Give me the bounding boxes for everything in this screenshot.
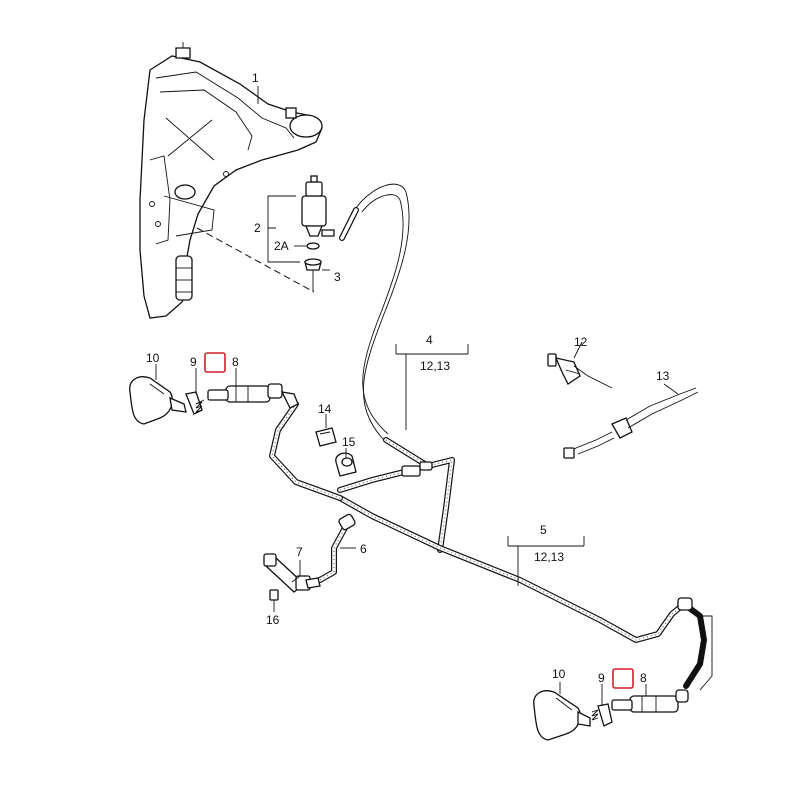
callout-8-right: 8 (640, 671, 647, 685)
cable-tie-12 (547, 353, 613, 389)
callout-5-sub: 12,13 (534, 550, 564, 564)
grommet (304, 258, 322, 271)
callout-6: 6 (360, 542, 367, 556)
hose-right-nozzle (681, 601, 713, 691)
right-hose-connector (677, 597, 693, 611)
right-spring (591, 709, 599, 721)
hose-4 (383, 437, 455, 553)
callout-7: 7 (296, 545, 303, 559)
callout-13: 13 (656, 369, 670, 383)
callout-10-left: 10 (146, 351, 160, 365)
callout-3: 3 (334, 270, 341, 284)
left-spring (195, 401, 203, 413)
connector-top (401, 461, 433, 477)
hose-6-end-cap (338, 513, 356, 531)
callout-2a: 2A (274, 239, 289, 253)
callout-4: 4 (426, 333, 433, 347)
washer-pump (301, 175, 335, 237)
check-valve-7 (263, 553, 321, 593)
hose-6 (317, 523, 349, 583)
callout-1: 1 (252, 71, 259, 85)
hose-5 (337, 495, 687, 643)
pump-seal (306, 242, 320, 250)
right-bracket (597, 703, 613, 727)
callout-leaders (155, 86, 679, 706)
left-washer-nozzle (207, 383, 299, 409)
callout-9-left: 9 (190, 355, 197, 369)
callout-9-right: 9 (598, 671, 605, 685)
callout-16: 16 (266, 613, 280, 627)
callout-8-left: 8 (232, 355, 239, 369)
hose-clip-14 (315, 427, 337, 447)
right-nozzle-cover (533, 690, 591, 741)
callout-14: 14 (318, 402, 332, 416)
hose-branch-top (337, 469, 407, 493)
right-washer-nozzle (611, 689, 689, 713)
hose-clip-15 (335, 452, 357, 477)
callout-2: 2 (254, 221, 261, 235)
cable-tie-13 (563, 387, 699, 459)
hose-left-nozzle (269, 401, 343, 501)
plug-16 (269, 589, 279, 604)
highlight-marker-left (204, 352, 226, 373)
pump-hose-line (355, 183, 410, 441)
callout-12: 12 (574, 335, 588, 349)
pump-outlet-hose (339, 207, 359, 241)
highlight-marker-right (612, 668, 634, 689)
left-nozzle-cover (129, 376, 187, 425)
callout-5: 5 (540, 523, 547, 537)
callout-15: 15 (342, 435, 356, 449)
callout-4-sub: 12,13 (420, 359, 450, 373)
callout-10-right: 10 (552, 667, 566, 681)
washer-fluid-reservoir (139, 42, 323, 319)
